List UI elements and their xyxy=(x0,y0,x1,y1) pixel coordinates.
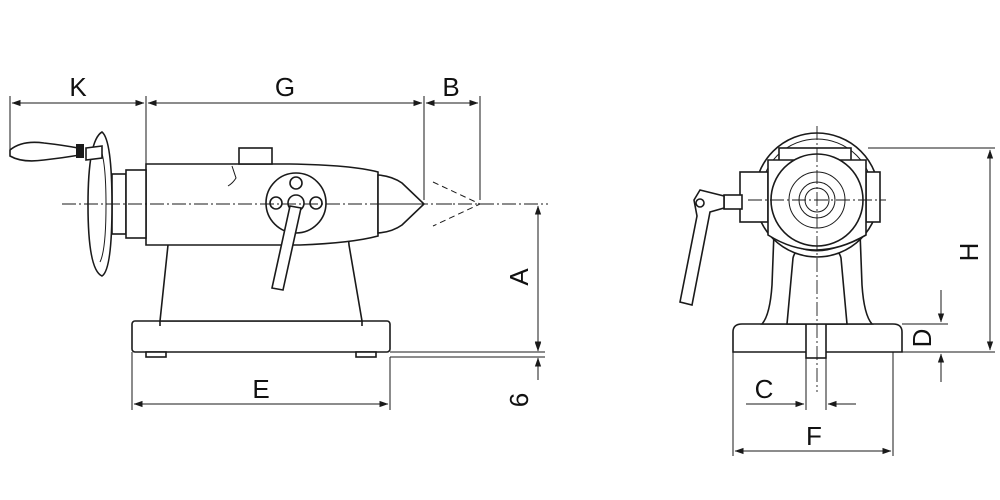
hand-wheel xyxy=(9,131,147,277)
label-c: C xyxy=(755,374,774,404)
label-g: G xyxy=(275,72,295,102)
front-base xyxy=(732,317,903,359)
label-k: K xyxy=(69,72,87,102)
label-a: A xyxy=(504,268,534,286)
front-extension-lines xyxy=(732,147,995,456)
base-plate xyxy=(131,320,391,358)
label-d: D xyxy=(907,329,937,348)
label-b: B xyxy=(442,72,459,102)
side-view-tailstock: K G B E A 6 xyxy=(9,72,548,410)
lock-lever xyxy=(271,205,302,291)
label-e: E xyxy=(252,374,269,404)
lock-flange xyxy=(265,172,327,291)
label-f: F xyxy=(806,421,822,451)
front-clamp-handle xyxy=(679,189,743,306)
quill-housing xyxy=(145,147,379,246)
wheel-crank-handle xyxy=(9,141,82,162)
extension-lines xyxy=(9,96,545,410)
front-view-tailstock: H D C F xyxy=(679,126,995,456)
front-head xyxy=(739,147,881,251)
label-h: H xyxy=(954,243,984,262)
label-6: 6 xyxy=(504,393,534,407)
